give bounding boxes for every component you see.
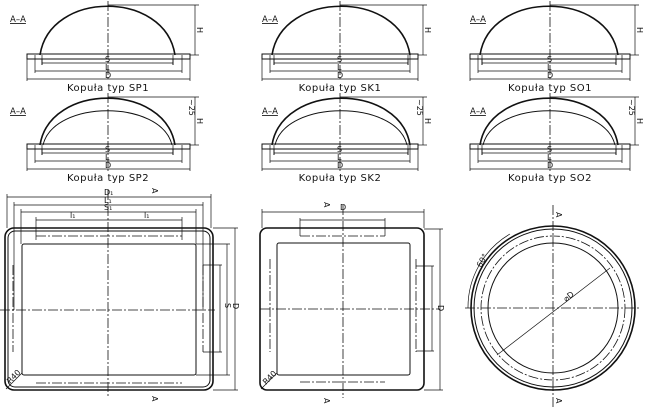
dim-S: S [337, 55, 342, 64]
dome-section-sp1: SLD H A–A Kopuła typ SP1 [10, 1, 204, 94]
dome-inner-outline [274, 110, 408, 146]
dome-outline [271, 97, 411, 146]
dim-S: S [547, 55, 552, 64]
flange-inner-edge [7, 230, 211, 388]
dome-inner-outline [482, 110, 616, 146]
outer-flange [4, 227, 214, 391]
dome-section-sk1: SLD H A–A Kopuła typ SK1 [261, 1, 432, 94]
dim-D: D [105, 161, 111, 170]
dome-inner-outline [42, 110, 173, 146]
dim-l1-left: l₁ [70, 211, 75, 220]
dim-L: L [337, 63, 342, 72]
angle-arc [467, 233, 511, 309]
dome-section-so1: SLD H A–A Kopuła typ SO1 [469, 1, 644, 94]
dim-H: H [635, 27, 644, 33]
dim-D: D [340, 203, 346, 212]
dim-S: S [223, 303, 232, 308]
dome-caption: Kopuła typ SO1 [508, 83, 592, 94]
section-label: A–A [470, 107, 486, 117]
section-mark-bottom: A [150, 396, 159, 402]
dim-S1: S₁ [104, 203, 112, 212]
plan-square: D D R40 A A [259, 202, 445, 404]
dim-L: L [105, 153, 110, 162]
section-label: A–A [262, 107, 278, 117]
dim-L: L [547, 153, 552, 162]
angle-label: 60° [475, 252, 490, 269]
dim-D-vertical: D [436, 305, 445, 311]
dim-H: H [195, 27, 204, 33]
dim-S: S [337, 145, 342, 154]
dim-S: S [105, 55, 110, 64]
dome-caption: Kopuła typ SO2 [508, 173, 592, 184]
dim-S: S [105, 145, 110, 154]
dim-L1: L₁ [104, 196, 112, 205]
dome-section-sp2: SLD H ~25 A–A Kopuła typ SP2 [10, 93, 204, 184]
dim-L: L [105, 63, 110, 72]
dome-caption: Kopuła typ SK1 [299, 83, 382, 94]
dome-caption: Kopuła typ SP2 [67, 173, 149, 184]
dim-S: S [547, 145, 552, 154]
dome-outline [271, 5, 411, 56]
dim-H: H [423, 27, 432, 33]
opening [21, 243, 197, 376]
diameter-line [496, 267, 611, 356]
dome-caption: Kopuła typ SP1 [67, 83, 149, 94]
section-label: A–A [10, 15, 26, 25]
dim-l1-right: l₁ [144, 211, 149, 220]
section-mark-bottom: A [554, 398, 563, 404]
dim-gap: ~25 [187, 99, 196, 116]
diameter-label: ⌀D [562, 290, 576, 304]
section-label: A–A [10, 107, 26, 117]
dim-H: H [635, 118, 644, 124]
dome-caption: Kopuła typ SK2 [299, 173, 382, 184]
section-label: A–A [262, 15, 278, 25]
radius-label: R40 [261, 369, 279, 387]
dome-outline [39, 97, 176, 146]
section-mark-top: A [554, 212, 563, 218]
dim-D: D [337, 71, 343, 80]
plan-rectangular: D₁ L₁ S₁ l₁ l₁ S D R40 A A [0, 188, 240, 402]
section-mark-top: A [322, 202, 331, 208]
dim-gap: ~25 [415, 99, 424, 116]
dome-outline [39, 5, 176, 56]
dim-D1: D₁ [104, 188, 113, 197]
dim-gap: ~25 [627, 99, 636, 116]
plan-round: ⌀D 60° A A [465, 205, 640, 408]
dome-outline [479, 5, 619, 56]
section-mark-bottom: A [322, 398, 331, 404]
dome-section-sk2: SLD H ~25 A–A Kopuła typ SK2 [261, 93, 432, 184]
dim-D: D [105, 71, 111, 80]
dim-D: D [231, 303, 240, 309]
section-label: A–A [470, 15, 486, 25]
dim-D: D [547, 71, 553, 80]
dim-L: L [547, 63, 552, 72]
dim-H: H [423, 118, 432, 124]
section-mark-top: A [150, 188, 159, 194]
dim-L: L [337, 153, 342, 162]
dim-D: D [337, 161, 343, 170]
dim-D: D [547, 161, 553, 170]
dim-H: H [195, 118, 204, 124]
dome-section-so2: SLD H ~25 A–A Kopuła typ SO2 [469, 93, 644, 184]
dome-outline [479, 97, 619, 146]
